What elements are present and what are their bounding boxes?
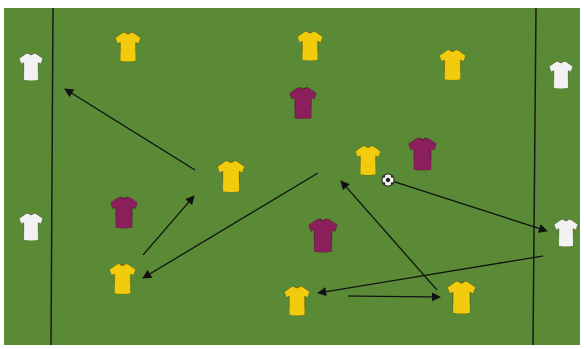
soccer-ball-icon — [381, 173, 395, 187]
pass-arrow — [317, 255, 544, 297]
pass-arrows — [64, 88, 548, 302]
left-boundary-line — [50, 7, 54, 346]
pass-arrow — [347, 292, 441, 302]
pass-arrow — [391, 180, 548, 233]
pass-arrow — [64, 88, 196, 171]
right-boundary-line — [532, 7, 537, 346]
pass-arrow — [142, 195, 195, 256]
pass-arrow — [340, 180, 438, 291]
pass-arrow — [142, 172, 319, 279]
